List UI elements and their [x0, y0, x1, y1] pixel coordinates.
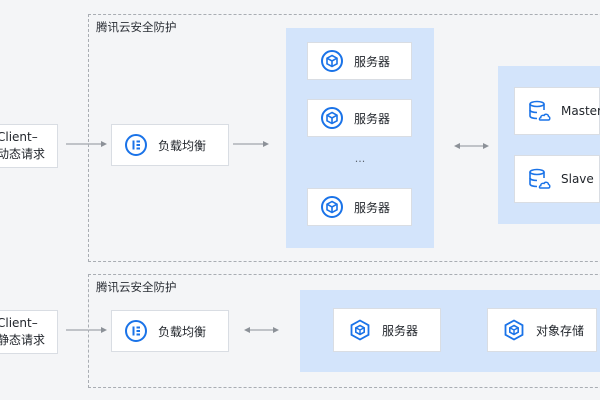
server-label: 服务器 — [354, 111, 391, 126]
client-dynamic-request: Client– 动态请求 — [0, 124, 58, 168]
client-static-request: Client– 静态请求 — [0, 310, 58, 354]
load-balancer-icon — [124, 319, 148, 343]
database-master: Master — [514, 87, 600, 135]
database-cloud-icon — [527, 167, 551, 191]
client-dynamic-line1: Client– — [0, 130, 38, 144]
server-label: 服务器 — [354, 54, 391, 69]
region-title-dynamic: 腾讯云安全防护 — [96, 20, 177, 34]
server-label: 服务器 — [354, 200, 391, 215]
load-balancer-icon — [124, 133, 148, 157]
static-server-label: 服务器 — [382, 323, 419, 338]
server-cube-icon — [320, 106, 344, 130]
load-balancer-label: 负载均衡 — [158, 324, 207, 339]
server-node-3: 服务器 — [307, 188, 412, 226]
server-cube-icon — [320, 195, 344, 219]
database-slave: Slave — [514, 155, 600, 203]
database-master-label: Master — [561, 104, 600, 118]
server-ellipsis: ... — [354, 152, 366, 165]
load-balancer-static: 负载均衡 — [111, 310, 229, 352]
static-server-node: 服务器 — [333, 308, 441, 352]
database-slave-label: Slave — [561, 172, 594, 186]
database-cloud-icon — [527, 99, 551, 123]
server-cube-icon — [348, 318, 372, 342]
client-static-line1: Client– — [0, 316, 38, 330]
server-node-1: 服务器 — [307, 42, 412, 80]
server-cube-icon — [320, 49, 344, 73]
security-region-dynamic — [88, 14, 600, 262]
server-node-2: 服务器 — [307, 99, 412, 137]
load-balancer-label: 负载均衡 — [158, 138, 207, 153]
object-storage-node: 对象存储 — [487, 308, 597, 352]
client-static-line2: 静态请求 — [0, 333, 46, 347]
security-region-static — [88, 274, 600, 388]
object-storage-label: 对象存储 — [536, 323, 585, 338]
storage-cube-icon — [502, 318, 526, 342]
client-dynamic-line2: 动态请求 — [0, 147, 46, 161]
load-balancer-dynamic: 负载均衡 — [111, 124, 229, 166]
region-title-static: 腾讯云安全防护 — [96, 280, 177, 294]
